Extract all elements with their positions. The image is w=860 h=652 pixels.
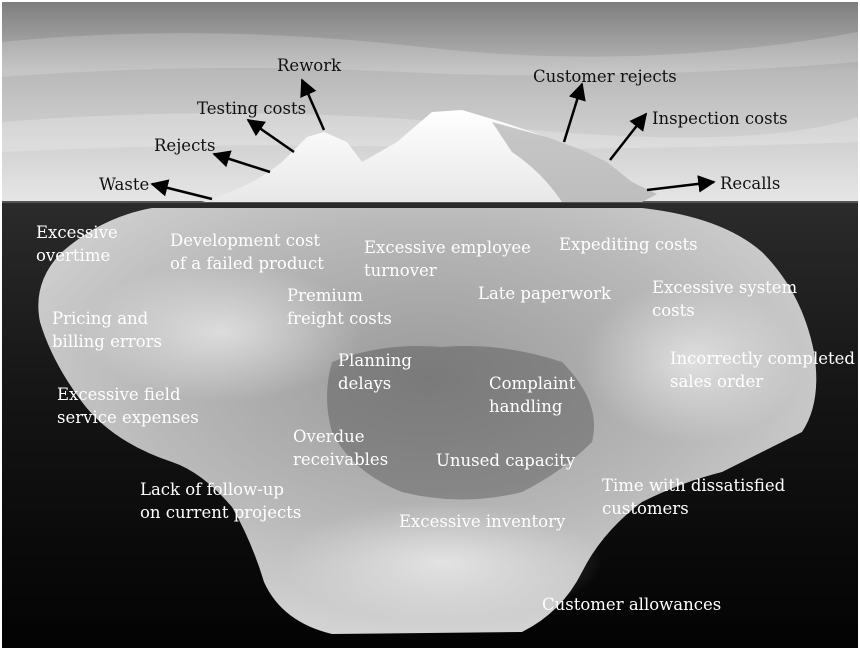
label-waste: Waste <box>99 173 149 196</box>
label-expediting-costs: Expediting costs <box>559 233 698 256</box>
label-incorrect-sales-order: Incorrectly completed sales order <box>670 347 855 393</box>
label-rework: Rework <box>277 54 341 77</box>
label-complaint-handling: Complaint handling <box>489 372 575 418</box>
label-follow-up: Lack of follow-up on current projects <box>140 478 301 524</box>
label-recalls: Recalls <box>720 172 780 195</box>
label-dissatisfied-customers: Time with dissatisfied customers <box>602 474 785 520</box>
label-planning-delays: Planning delays <box>338 349 412 395</box>
label-rejects: Rejects <box>154 134 215 157</box>
label-customer-rejects: Customer rejects <box>533 65 677 88</box>
label-testing-costs: Testing costs <box>197 97 306 120</box>
label-field-service: Excessive field service expenses <box>57 383 199 429</box>
label-late-paperwork: Late paperwork <box>478 282 611 305</box>
label-customer-allowances: Customer allowances <box>542 593 721 616</box>
label-inspection-costs: Inspection costs <box>652 107 788 130</box>
label-excessive-inventory: Excessive inventory <box>399 510 565 533</box>
label-system-costs: Excessive system costs <box>652 276 797 322</box>
label-excessive-overtime: Excessive overtime <box>36 221 118 267</box>
label-overdue-receivables: Overdue receivables <box>293 425 388 471</box>
label-employee-turnover: Excessive employee turnover <box>364 236 531 282</box>
label-premium-freight: Premium freight costs <box>287 284 392 330</box>
label-unused-capacity: Unused capacity <box>436 449 575 472</box>
label-development-cost: Development cost of a failed product <box>170 229 324 275</box>
label-pricing-billing: Pricing and billing errors <box>52 307 162 353</box>
